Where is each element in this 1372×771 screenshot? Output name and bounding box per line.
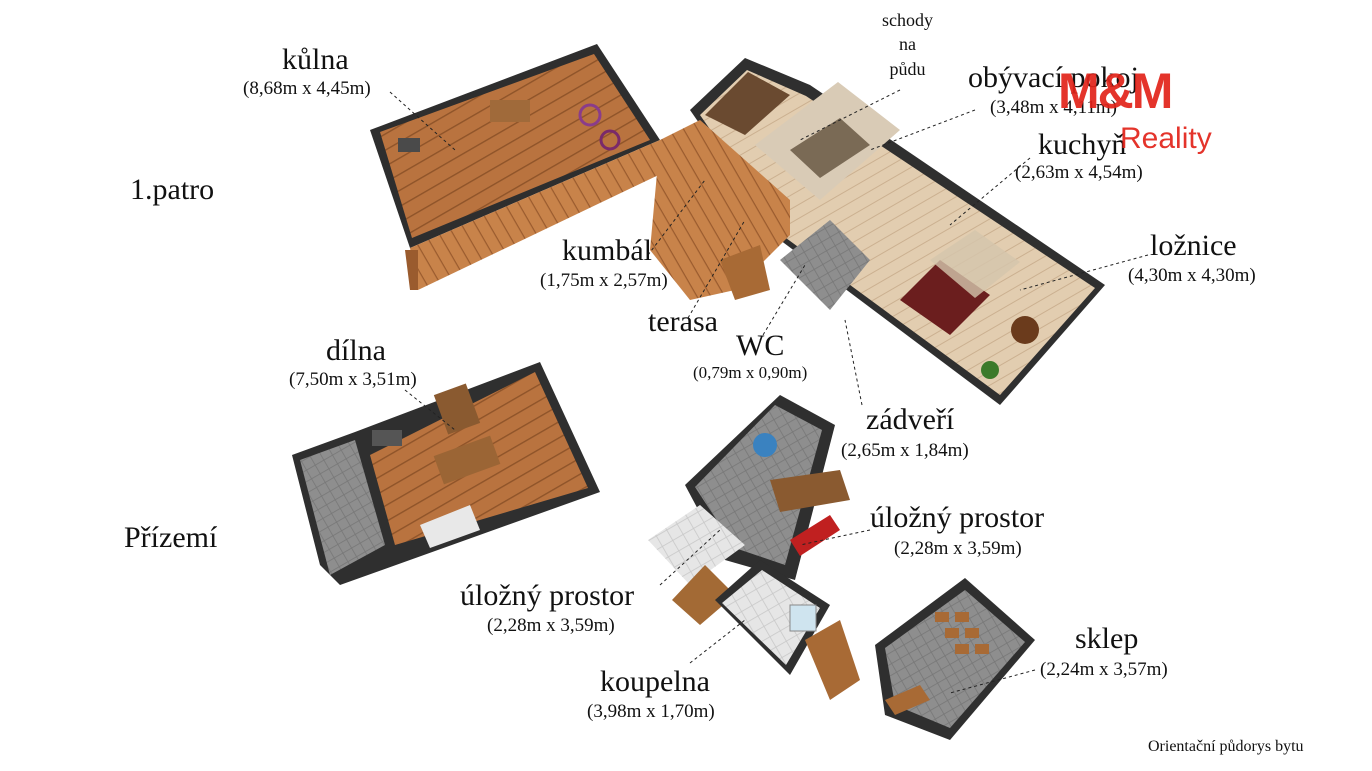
room-dim-dilna: (7,50m x 3,51m) bbox=[289, 369, 417, 390]
room-dim-kulna: (8,68m x 4,45m) bbox=[243, 78, 371, 99]
room-dim-ulozny-2: (2,28m x 3,59m) bbox=[487, 615, 615, 636]
room-name-terasa: terasa bbox=[648, 305, 718, 338]
room-dim-kuchyn: (2,63m x 4,54m) bbox=[1015, 162, 1143, 183]
ground-storage-block bbox=[685, 395, 850, 580]
logo-sub-text: Reality bbox=[1120, 122, 1212, 155]
room-name-kuchyn: kuchyň bbox=[1038, 128, 1127, 161]
workshop-block bbox=[292, 362, 600, 585]
logo-brand-text: M&M bbox=[1058, 63, 1173, 119]
bathroom-block bbox=[715, 560, 860, 700]
shed-block bbox=[370, 44, 690, 290]
room-name-ulozny-2: úložný prostor bbox=[460, 579, 635, 612]
room-name-dilna: dílna bbox=[326, 334, 386, 367]
room-dim-zadveri: (2,65m x 1,84m) bbox=[841, 440, 969, 461]
stairs-line-1: schody bbox=[882, 10, 933, 30]
room-dim-koupelna: (3,98m x 1,70m) bbox=[587, 701, 715, 722]
floor-label-upper: 1.patro bbox=[130, 173, 215, 206]
room-dim-wc: (0,79m x 0,90m) bbox=[693, 363, 808, 382]
room-dim-obyvaci: (3,48m x 4,11m) bbox=[990, 97, 1118, 118]
label-stairs-to-attic: schody na půdu bbox=[870, 8, 945, 81]
room-name-wc: WC bbox=[736, 329, 785, 362]
mm-reality-logo: M&M Reality bbox=[1058, 66, 1218, 162]
room-name-kulna: kůlna bbox=[282, 43, 349, 76]
stairs-line-2: na bbox=[899, 34, 916, 55]
cellar-block bbox=[875, 578, 1035, 740]
plan-caption: Orientační půdorys bytu bbox=[1148, 738, 1304, 755]
entry-area bbox=[648, 505, 745, 625]
room-name-sklep: sklep bbox=[1075, 622, 1139, 655]
room-name-obyvaci: obývací pokoj bbox=[968, 61, 1139, 94]
leader-lines bbox=[389, 89, 1149, 694]
terrace-deck bbox=[650, 120, 790, 300]
room-name-kumbal: kumbál bbox=[562, 234, 652, 267]
room-dim-kumbal: (1,75m x 2,57m) bbox=[540, 270, 668, 291]
room-dim-loznice: (4,30m x 4,30m) bbox=[1128, 265, 1256, 286]
room-dim-sklep: (2,24m x 3,57m) bbox=[1040, 659, 1168, 680]
room-name-koupelna: koupelna bbox=[600, 665, 710, 698]
floor-label-ground: Přízemí bbox=[124, 521, 218, 554]
apartment-block bbox=[690, 58, 1105, 405]
stairs-line-3: půdu bbox=[889, 58, 926, 79]
room-name-zadveri: zádveří bbox=[866, 403, 955, 436]
room-name-ulozny-1: úložný prostor bbox=[870, 501, 1045, 534]
room-dim-ulozny-1: (2,28m x 3,59m) bbox=[894, 538, 1022, 559]
room-name-loznice: ložnice bbox=[1150, 229, 1237, 262]
